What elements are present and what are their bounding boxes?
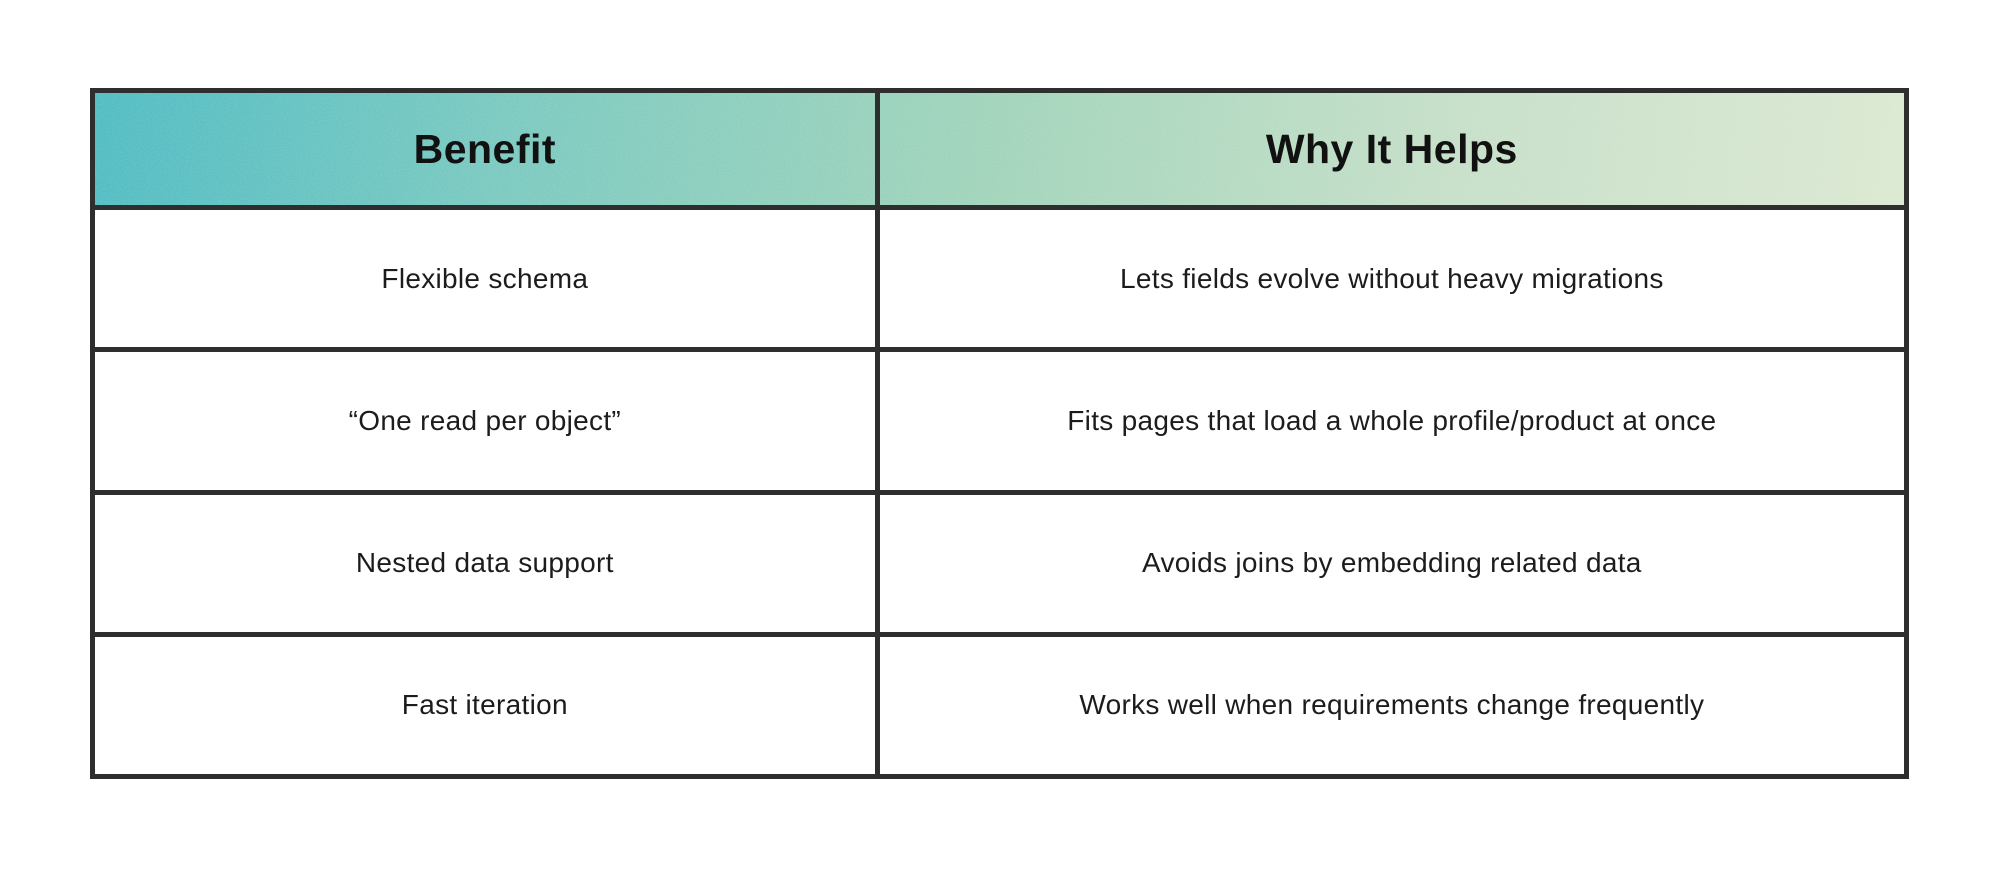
cell-why-text: Works well when requirements change freq… [1079, 689, 1705, 721]
cell-benefit: Nested data support [95, 495, 875, 632]
header-cell-benefit: Benefit [95, 93, 875, 205]
table-row: Fast iteration Works well when requireme… [95, 631, 1904, 774]
cell-why: Avoids joins by embedding related data [874, 494, 1904, 632]
cell-benefit-text: Flexible schema [381, 262, 589, 294]
header-label-why-it-helps: Why It Helps [1265, 125, 1518, 172]
cell-benefit-text: “One read per object” [348, 404, 622, 436]
cell-why-text: Avoids joins by embedding related data [1142, 547, 1642, 579]
benefits-table: Benefit Why It Helps Flexible schema Let… [90, 88, 1909, 779]
cell-why: Works well when requirements change freq… [874, 636, 1904, 774]
table-header-row: Benefit Why It Helps [95, 93, 1904, 205]
cell-benefit-text: Fast iteration [401, 689, 568, 721]
table-row: Nested data support Avoids joins by embe… [95, 489, 1904, 632]
cell-benefit: “One read per object” [95, 352, 875, 489]
cell-benefit: Fast iteration [95, 637, 875, 774]
cell-why-text: Lets fields evolve without heavy migrati… [1120, 262, 1664, 294]
table-row: Flexible schema Lets fields evolve witho… [95, 205, 1904, 348]
header-label-benefit: Benefit [413, 125, 557, 172]
cell-why: Fits pages that load a whole profile/pro… [874, 352, 1904, 490]
header-cell-why-it-helps: Why It Helps [874, 93, 1904, 205]
cell-benefit-text: Nested data support [355, 547, 614, 579]
table-row: “One read per object” Fits pages that lo… [95, 347, 1904, 490]
cell-benefit: Flexible schema [95, 210, 875, 347]
cell-why-text: Fits pages that load a whole profile/pro… [1067, 404, 1717, 436]
cell-why: Lets fields evolve without heavy migrati… [874, 210, 1904, 348]
